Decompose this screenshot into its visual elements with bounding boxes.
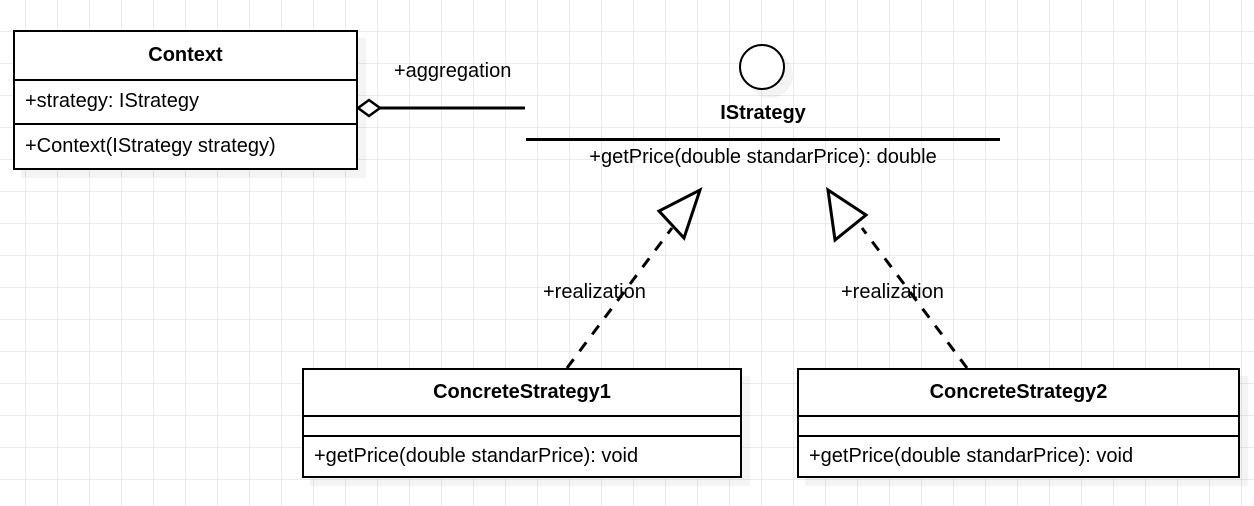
istrategy-interface-name: IStrategy [720,102,806,124]
realization-connector-2[interactable] [826,186,969,369]
hollow-triangle-marker-1 [656,186,703,241]
hollow-triangle-marker-2 [826,186,869,243]
istrategy-divider [526,138,1000,141]
concrete-strategy-2-attributes-compartment [799,415,1238,435]
aggregation-connector[interactable] [355,98,525,118]
context-operation-row: +Context(IStrategy strategy) [15,123,356,168]
hollow-diamond-marker [355,98,383,118]
realization-edge-label-2: +realization [841,281,944,303]
concrete-strategy-1-operation-row: +getPrice(double standarPrice): void [304,434,740,476]
concrete-strategy-2-operation-row: +getPrice(double standarPrice): void [799,434,1238,476]
concrete-strategy-1-attributes-compartment [304,415,740,435]
context-attribute-row: +strategy: IStrategy [15,78,356,124]
aggregation-edge-label: +aggregation [394,60,512,82]
realization-edge-label-1: +realization [543,281,646,303]
istrategy-operation-row: +getPrice(double standarPrice): double [589,146,937,168]
concrete-strategy-2-class-name: ConcreteStrategy2 [929,381,1108,404]
realization-connector-1[interactable] [565,186,703,369]
context-class-name: Context [148,43,223,66]
uml-class-concrete-strategy-2[interactable]: ConcreteStrategy2 +getPrice(double stand… [797,368,1240,478]
uml-class-context[interactable]: Context +strategy: IStrategy +Context(IS… [13,30,358,170]
uml-class-concrete-strategy-1[interactable]: ConcreteStrategy1 +getPrice(double stand… [302,368,742,478]
interface-lollipop-circle-icon [739,44,785,90]
concrete-strategy-1-class-name: ConcreteStrategy1 [433,381,611,404]
